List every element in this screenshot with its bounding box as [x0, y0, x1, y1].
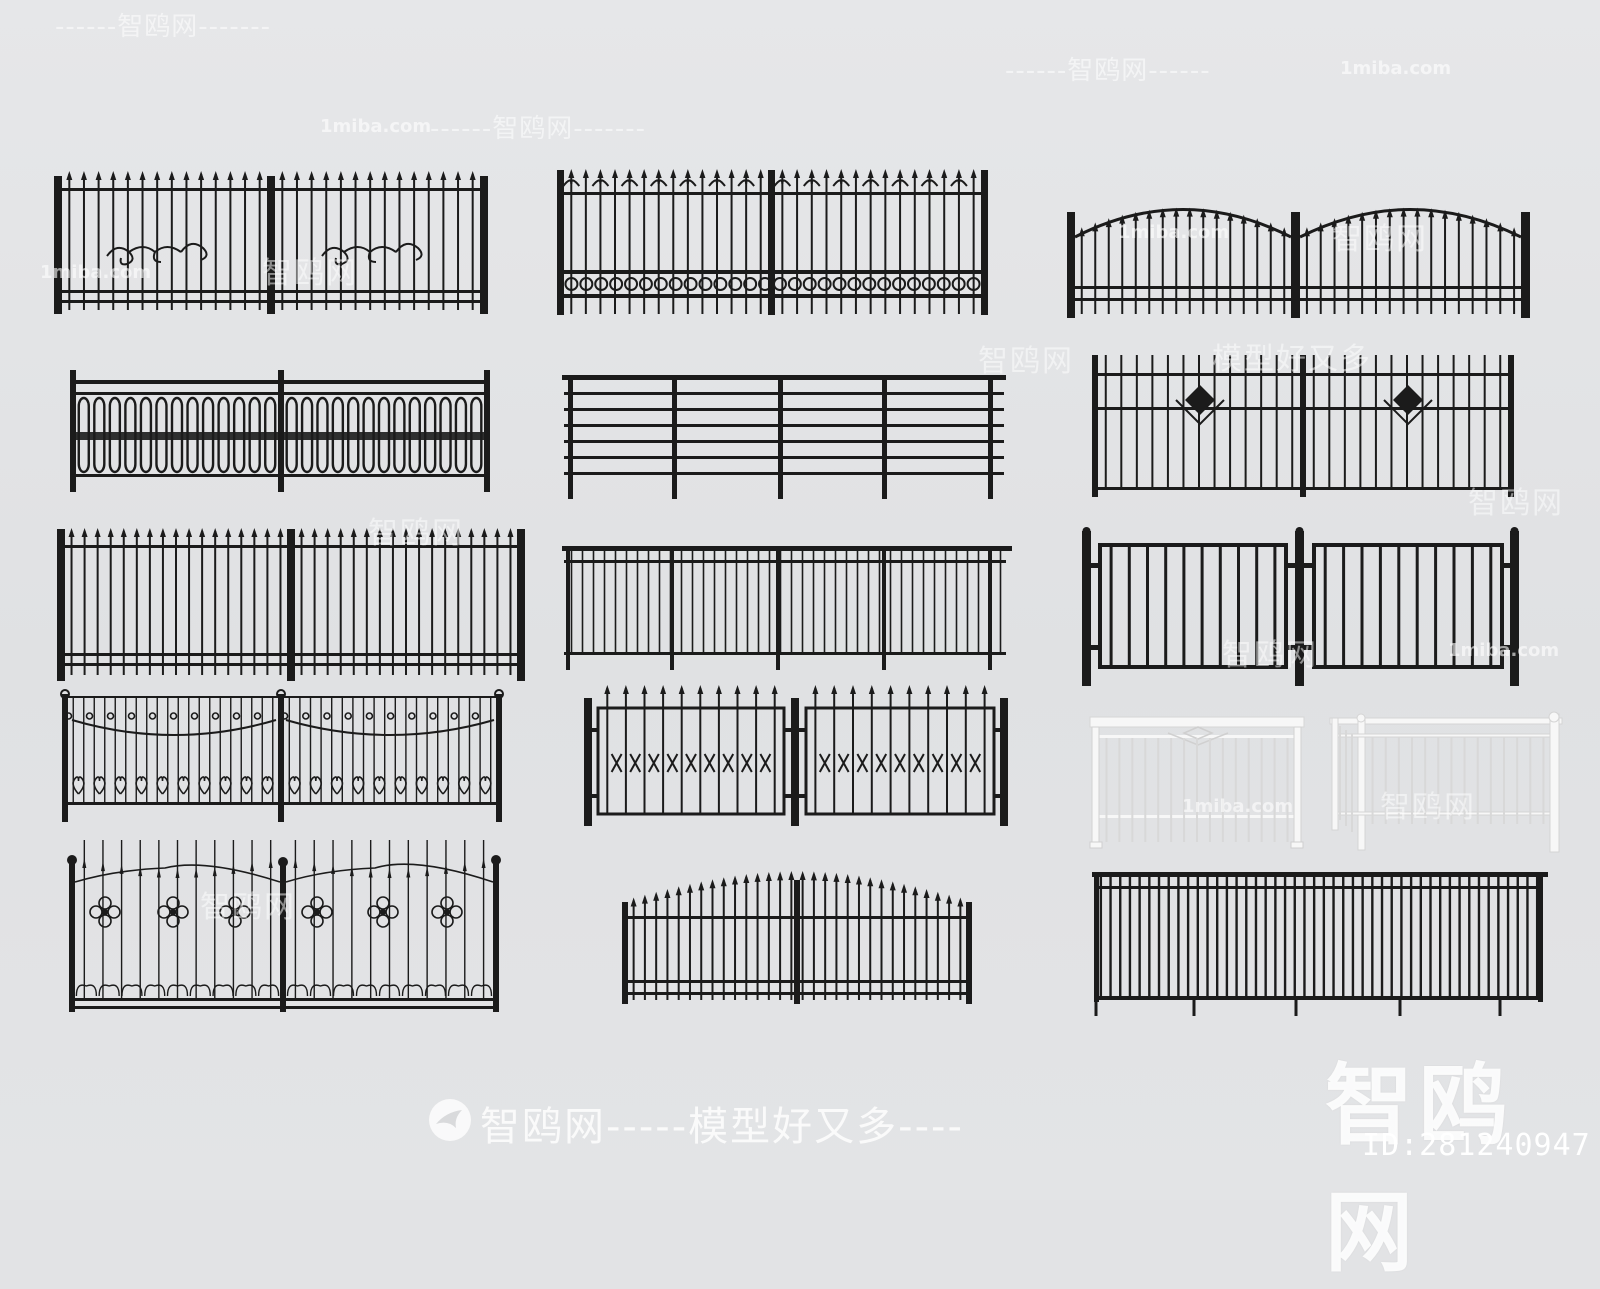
- watermark-brand-top-left: ------智鸥网-------: [55, 12, 271, 42]
- fence-arched-spear: [622, 871, 972, 1004]
- fence-spear-framed-x: [584, 685, 1008, 826]
- watermark-tagline-bottom: 智鸥网-----模型好又多----: [480, 1104, 964, 1150]
- watermark-brand-upper-center: ------智鸥网-------: [430, 114, 646, 144]
- railing-dense-bars: [1092, 872, 1548, 1016]
- bird-logo-icon: [429, 1099, 471, 1141]
- fence-flower-arched: [67, 840, 501, 1012]
- model-id-label: ID:281240947: [1362, 1128, 1591, 1163]
- watermark-brand-top-right: ------智鸥网------: [1005, 56, 1211, 86]
- fence-spear-scroll: [54, 171, 488, 314]
- fence-arched: [1067, 207, 1530, 318]
- railing-vertical-bars: [562, 546, 1012, 670]
- fence-spear-plain: [57, 528, 525, 681]
- fence-scroll-heart: [60, 689, 504, 822]
- watermark-site-upper-left: 1miba.com: [320, 116, 432, 137]
- fence-loop-baluster: [70, 370, 490, 492]
- railing-horizontal-bars: [562, 375, 1006, 499]
- railing-white-diamond: [1089, 716, 1305, 849]
- fence-diamond: [1092, 355, 1514, 497]
- fence-framed-panels: [1082, 527, 1519, 686]
- fence-fleur-circles: [557, 169, 988, 315]
- watermark-site-top-right: 1miba.com: [1340, 58, 1452, 79]
- railing-white-corner: [1329, 711, 1563, 853]
